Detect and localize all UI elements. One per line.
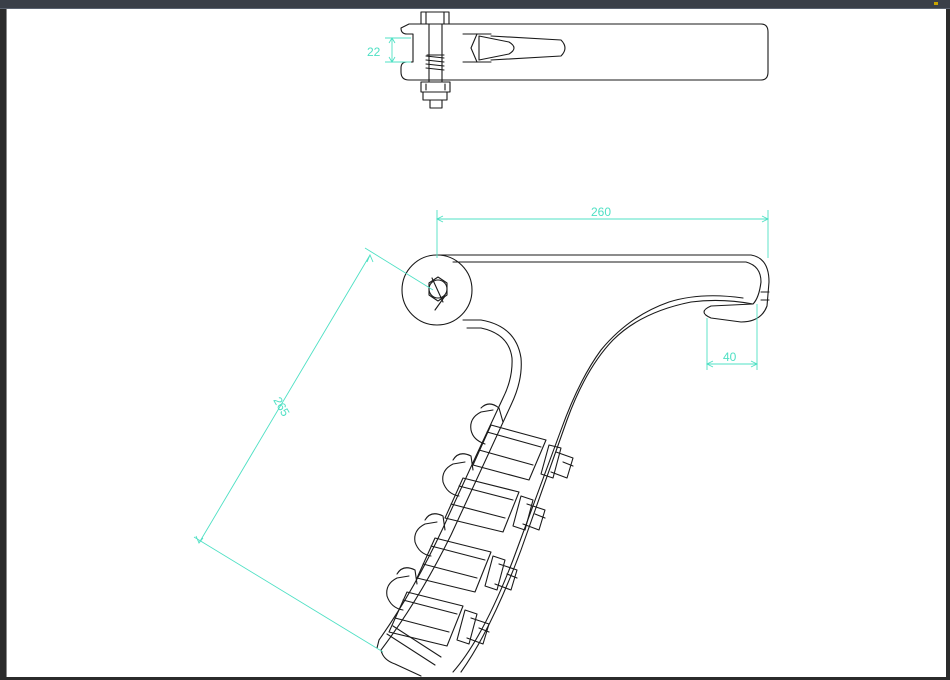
- status-indicator: [934, 2, 938, 5]
- front-view: [376, 254, 770, 677]
- top-arm-inner: [452, 261, 770, 301]
- top-body-plate: [400, 23, 769, 81]
- clamp-bolts: [386, 403, 574, 647]
- top-view: [400, 11, 769, 109]
- window-top-bar: [0, 0, 950, 9]
- body-right-edge-inner: [452, 295, 744, 673]
- dim-clamp-length-line: [193, 247, 434, 653]
- top-nut: [420, 11, 450, 25]
- cotter-pin: [431, 277, 446, 311]
- pivot-hex: [428, 276, 448, 302]
- dim-pin-gap-label: 22: [367, 45, 381, 59]
- top-wedge: [470, 33, 566, 63]
- body-left-edge-inner: [376, 327, 513, 649]
- dim-top-width-label: 260: [591, 205, 611, 219]
- dim-pin-gap-line: [385, 37, 411, 63]
- body-right-edge: [460, 299, 754, 673]
- dim-hook-offset-line: [705, 304, 759, 370]
- right-frame-edge: [946, 9, 950, 680]
- dimensions: 22 260 40 265: [193, 37, 770, 653]
- top-spring: [425, 55, 445, 71]
- top-arm-outer: [436, 254, 770, 323]
- body-left-edge: [380, 319, 522, 677]
- top-lower-nut: [420, 81, 451, 109]
- dim-hook-offset-label: 40: [723, 350, 737, 364]
- top-inner-line: [462, 33, 492, 63]
- cad-canvas[interactable]: 22 260 40 265: [6, 9, 947, 677]
- dim-top-width-line: [435, 210, 770, 258]
- dim-clamp-length-label: 265: [270, 395, 292, 420]
- top-pin: [426, 23, 445, 83]
